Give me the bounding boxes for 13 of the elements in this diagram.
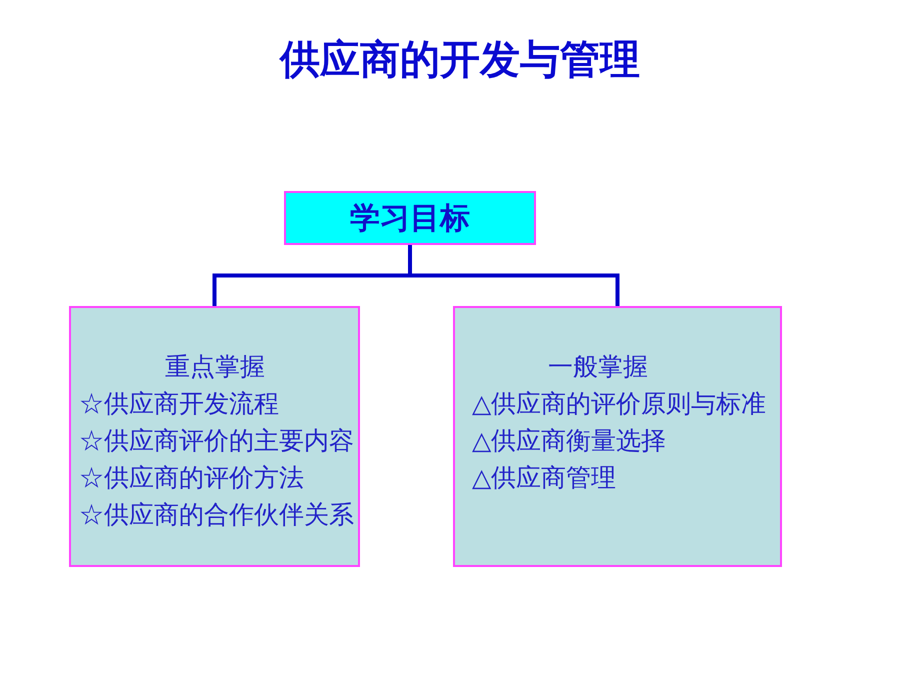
- list-item: △供应商的评价原则与标准: [472, 388, 766, 420]
- list-item: ☆供应商开发流程: [79, 388, 279, 420]
- list-item: △供应商衡量选择: [472, 425, 666, 457]
- goal-box: 学习目标: [284, 191, 536, 245]
- content-box: [69, 306, 360, 567]
- box-heading: 一般掌握: [548, 351, 648, 383]
- page-title: 供应商的开发与管理: [280, 36, 640, 84]
- list-item: ☆供应商的合作伙伴关系: [79, 499, 354, 531]
- list-item: ☆供应商评价的主要内容: [79, 425, 354, 457]
- content-box: [453, 306, 782, 567]
- box-heading: 重点掌握: [165, 351, 265, 383]
- list-item: △供应商管理: [472, 462, 616, 494]
- list-item: ☆供应商的评价方法: [79, 462, 304, 494]
